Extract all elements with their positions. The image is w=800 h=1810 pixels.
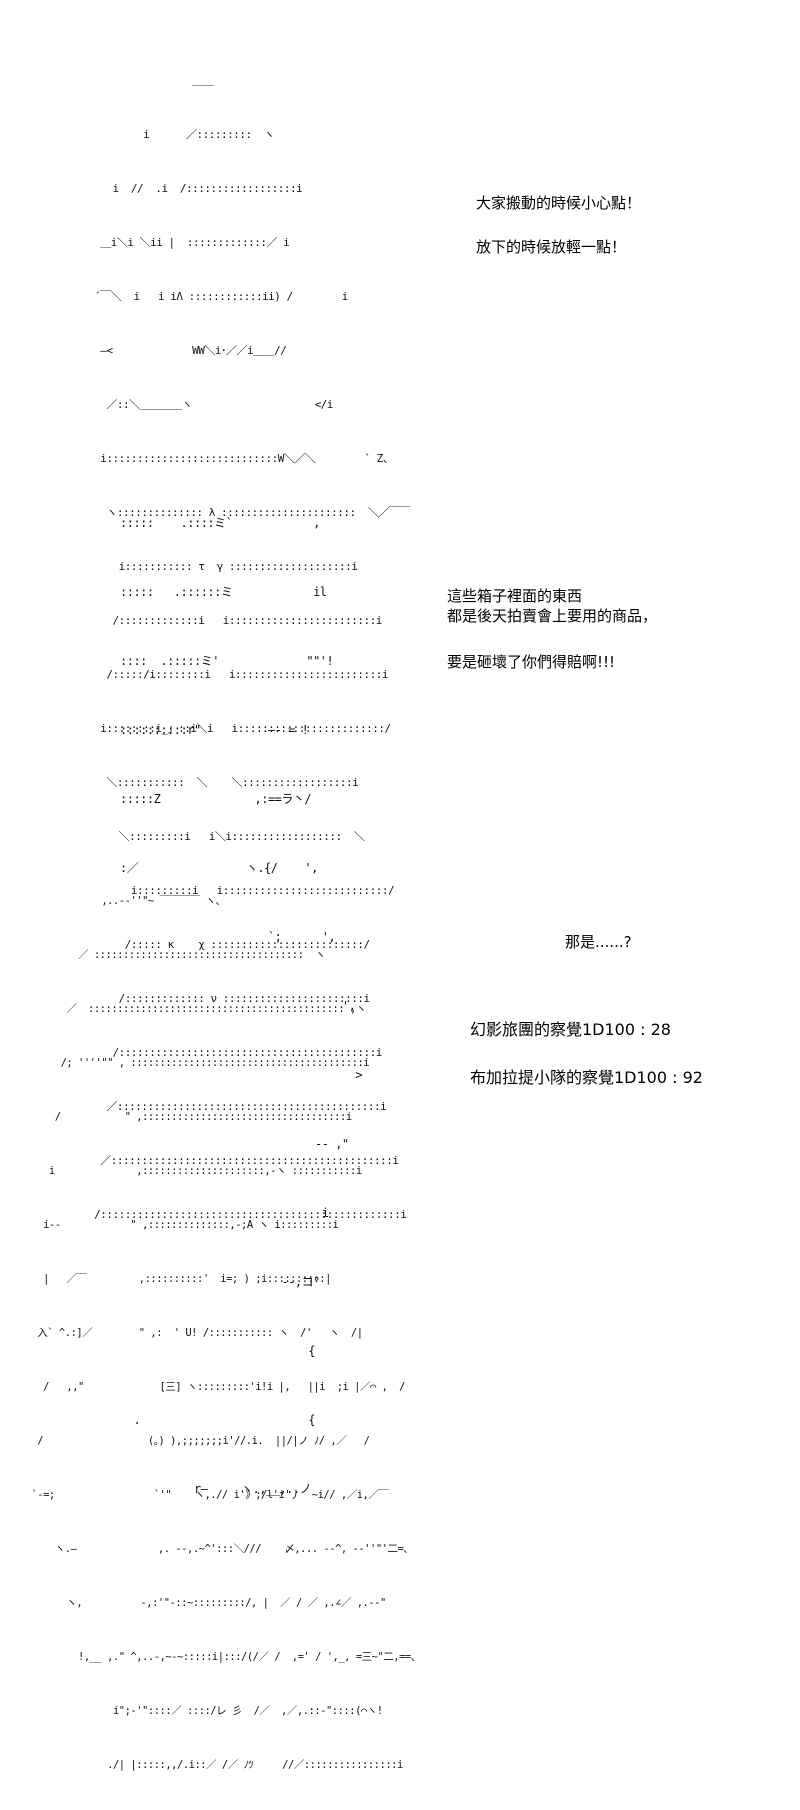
art-line: ::::::::::r" ―‐ = !	[120, 723, 309, 737]
art-line: :／ ヽ.{/ ',	[120, 861, 318, 875]
art-line: /; ''''"" , ::::::::::::::::::::::::::::…	[14, 1057, 370, 1069]
art-line: i ,:::::::::::::::::::::,-ヽ :::::::::::i	[14, 1165, 362, 1177]
art-line: i // .i /::::::::::::::::::i	[88, 182, 303, 195]
dialogue-box-1: 大家搬動的時候小心點！ 放下的時候放輕一點！	[476, 192, 641, 258]
art-line: /:::::/i::::::::i i:::::::::::::::::::::…	[88, 668, 389, 681]
dialogue-line	[447, 626, 657, 652]
art-line: ‐‐ ,"	[120, 1137, 349, 1151]
art-line: ＼:::::::::i i＼i:::::::::::::::::: ＼	[88, 830, 365, 843]
art-line: / ,," [三] ヽ:::::::::'i!i |, ||i ;i |／⌒ ,…	[14, 1381, 405, 1393]
dialogue-line	[476, 214, 641, 236]
art-line: ＿＿	[88, 74, 214, 87]
dice-roll-phantom-troupe: 幻影旅團的察覺1D100 : 28	[470, 1020, 671, 1039]
panel-2: ::::: .::::ミ` , ::::: .::::::ミ il :::: .…	[0, 440, 800, 1496]
art-line: i::::::::::: τ γ ::::::::::::::::::::i	[88, 560, 358, 573]
art-line: ::::: .::::::ミ il	[120, 585, 327, 599]
art-line: ／:::::::::::::::::::::::::::::::::::::::…	[88, 1154, 399, 1167]
ascii-art-figure-3: ,..-‐''"~ ￣￣￣￣ ヽ、 ／ ::::::::::::::::::::…	[14, 856, 421, 1810]
art-line: ／ ::::::::::::::::::::::::::::::::::::::…	[14, 1003, 366, 1015]
art-line: ／::＼＿＿＿＿ヽ </i	[88, 398, 333, 411]
art-line: i::::::::i_」::i＼i i:::::::::::::::::::::…	[88, 722, 391, 735]
dialogue-line: 都是後天拍賣會上要用的商品，	[447, 607, 658, 625]
art-line: ',	[120, 999, 356, 1013]
art-line: `‐=; `'" ヽ,.// i'》;/l'i'丿 ~i// ,／i,／￣	[14, 1489, 389, 1501]
dialogue-line: 放下的時候放輕一點！	[476, 238, 627, 256]
art-line: ヽ.― ,. ‐-,.~^':::＼/// 〆,... ‐‐^, ‐‐''"'二…	[14, 1543, 414, 1555]
dialogue-line: 大家搬動的時候小心點！	[476, 194, 642, 212]
dialogue-question: 那是......?	[565, 933, 632, 951]
art-line: :::::Z ,:==ラ丶/	[120, 792, 312, 806]
art-line: :::: .:::::ミ' ""'!	[120, 654, 334, 668]
art-line: ´￣＼ i i iΛ ::::::::::::ii) / i	[88, 290, 348, 303]
art-line: / (。) ),;;;;;;;i'//.i. ||/|ノ ﾉ/ ,／ /	[14, 1435, 370, 1447]
art-line: `; ',	[120, 930, 336, 944]
dialogue-line: 那是......?	[565, 933, 632, 951]
art-line: ＼::::::::::: ＼ ＼::::::::::::::::::i	[88, 776, 359, 789]
art-line: /:::::::::::::i i:::::::::::::::::::::::…	[88, 614, 382, 627]
dice-roll-bucciarati-team: 布加拉提小隊的察覺1D100 : 92	[470, 1068, 703, 1087]
panel-3: ,..-‐''"~ ￣￣￣￣ ヽ、 ／ ::::::::::::::::::::…	[0, 820, 800, 1771]
art-line: 入` ^.:]／ " ,: ' U! /::::::::::: ヽ /' ヽ /…	[14, 1327, 363, 1339]
art-line: i ／::::::::: ヽ	[88, 128, 275, 141]
dialogue-line: 這些箱子裡面的東西	[447, 587, 583, 605]
art-line: ―< WW＼i･／／i＿＿//	[88, 344, 287, 357]
art-line: ＿i＼i ＼ii | :::::::::::::／ i	[88, 236, 290, 249]
art-line: ::::: .::::ミ` ,	[120, 516, 320, 530]
art-line: i:::::::::i i:::::::::::::::::::::::::::…	[88, 884, 395, 897]
art-line: ／:::::::::::::::::::::::::::::::::::::::…	[88, 1100, 387, 1113]
dialogue-spacer	[470, 1042, 703, 1066]
art-line: ヽ:::::::::::::: λ ::::::::::::::::::::::…	[88, 506, 410, 519]
art-line: ／ :::::::::::::::::::::::::::::::::::: ヽ	[14, 949, 326, 961]
art-line: i";‐'"::::／ ::::/レ 彡 /／ ,／,.::‐"::::(⌒ヽ!	[14, 1705, 383, 1717]
art-line: ヽ, ‐,:'"‐::~:::::::::/, | ／ / ／ ,.∠／ ,.‐…	[14, 1597, 386, 1609]
dialogue-dice-rolls: 幻影旅團的察覺1D100 : 28 布加拉提小隊的察覺1D100 : 92	[470, 1018, 703, 1090]
dialogue-box-2: 這些箱子裡面的東西 都是後天拍賣會上要用的商品， 要是砸壞了你們得賠啊!!!	[447, 586, 657, 672]
art-line: /::::: κ χ :::::::::::::::::::::::::/	[88, 938, 370, 951]
panel-1: ＿＿ i ／::::::::: ヽ i // .i /:::::::::::::…	[0, 0, 800, 1221]
art-line: i::::::::::::::::::::::::::::W＼／＼ ` Z、	[88, 452, 394, 465]
art-line: !,__ ,." ^,..‐,~‐~:::::i|:::/(/／ / ,=' /…	[14, 1651, 421, 1663]
art-line: i‐‐ " ,::::::::::::::,‐;A ヽ i:::::::::i	[14, 1219, 339, 1231]
art-line: /::::::::::::: ν :::::::::::::::::::::::…	[88, 992, 371, 1005]
dialogue-line: 要是砸壞了你們得賠啊!!!	[447, 653, 616, 671]
art-line: / " ,:::::::::::::::::::::::::::::::::::…	[14, 1111, 352, 1123]
art-line: | ／￣ ,::::::::::' i=; ) ;i::::::::::|	[14, 1273, 331, 1285]
art-line: ./| |:::::,,/.i::／ /／ ﾉﾂ //／::::::::::::…	[14, 1759, 403, 1771]
art-line: ,..-‐''"~ ￣￣￣￣ ヽ、	[14, 895, 226, 907]
art-line: >	[120, 1068, 363, 1082]
art-line: /:::::::::::::::::::::::::::::::::::::::…	[88, 1046, 382, 1059]
